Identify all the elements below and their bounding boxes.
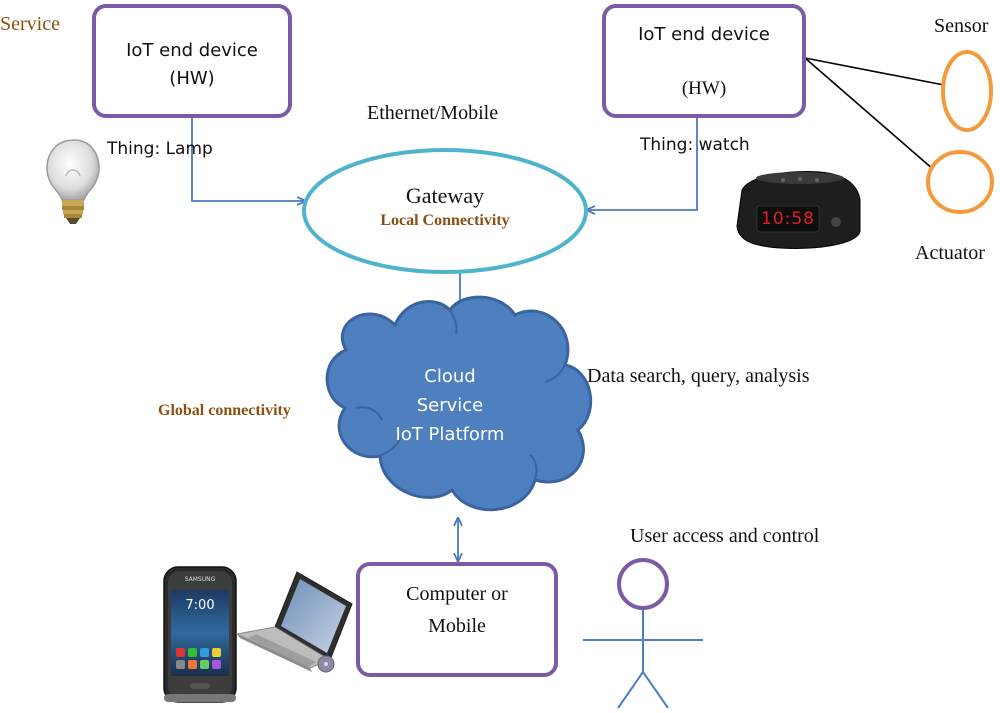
line-device-to-sensor [804,57,945,86]
computer-box-line2: Mobile [428,615,486,637]
gateway-ellipse [302,148,588,274]
iot-end-device-box-left: IoT end device (HW) [92,4,292,118]
clock-display: 10:58 [761,209,815,229]
sensor-circle [941,50,993,132]
actuator-circle [926,150,994,214]
iot-end-device-box-right: IoT end device (HW) [602,4,806,118]
device-left-line2: (HW) [169,68,215,89]
computer-box-line1: Computer or [406,583,508,605]
thing-lamp-label: Thing: Lamp [107,139,213,159]
device-left-line1: IoT end device [126,40,258,61]
phone-brand-text: SAMSUNG [184,576,216,583]
computer-or-mobile-box: Computer or Mobile [356,562,558,677]
data-search-label: Data search, query, analysis [587,365,810,387]
samsung-phone-icon [163,566,237,703]
user-stick-figure-icon [583,558,703,709]
cloud-shape [325,295,593,512]
service-label: Service [0,13,60,35]
user-access-label: User access and control [630,525,820,547]
alarm-clock-icon [736,171,861,249]
cloud-line1: Cloud [424,366,476,387]
thing-watch-label: Thing: watch [640,135,750,155]
line-device-to-actuator [804,57,935,171]
ethernet-mobile-label: Ethernet/Mobile [367,102,499,124]
laptop-icon [235,571,353,673]
global-connectivity-label: Global connectivity [158,402,291,419]
device-right-line2: (HW) [681,78,727,99]
gateway-subtitle: Local Connectivity [380,212,510,229]
device-right-line1: IoT end device [638,24,770,45]
cloud-line2: Service [416,395,484,416]
sensor-label: Sensor [934,15,989,37]
cloud-line3: IoT Platform [395,424,505,445]
arrow-left-device-to-gateway [191,118,306,201]
phone-time-text: 7:00 [185,598,215,613]
arrow-right-device-to-gateway [586,118,698,210]
gateway-title: Gateway [405,183,485,208]
lamp-bulb-icon [46,139,100,224]
actuator-label: Actuator [915,242,985,264]
